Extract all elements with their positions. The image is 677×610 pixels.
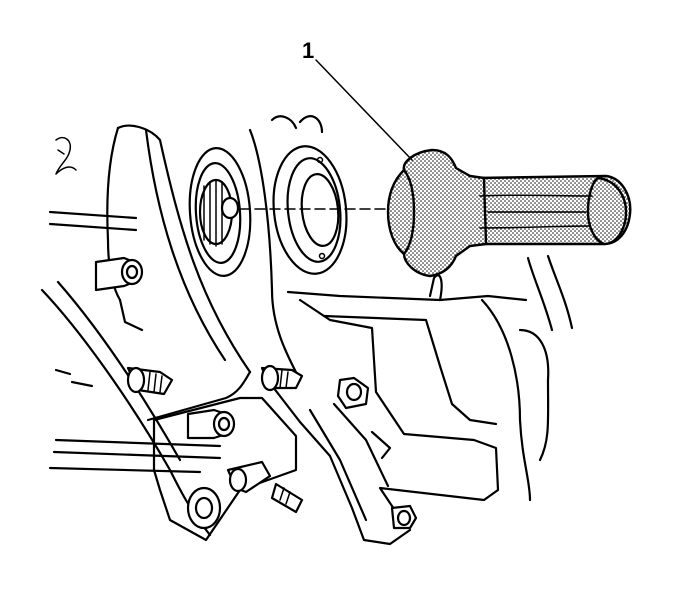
bolt <box>260 364 304 392</box>
bolt <box>390 504 418 530</box>
bolt <box>226 460 272 494</box>
bolt <box>336 376 370 410</box>
transmission-case <box>40 115 324 537</box>
bolt-group <box>94 256 418 530</box>
bearing-bore <box>188 147 252 277</box>
bolt <box>94 256 144 292</box>
seal-ring <box>272 145 348 275</box>
bolt <box>270 482 304 514</box>
seal-installer-tool <box>386 148 632 278</box>
callout-leader <box>315 59 413 161</box>
lower-housing <box>264 254 574 546</box>
callout-label: 1 <box>302 38 315 63</box>
frame-rails <box>48 210 222 474</box>
bolt <box>126 366 174 396</box>
bolt <box>186 408 236 440</box>
